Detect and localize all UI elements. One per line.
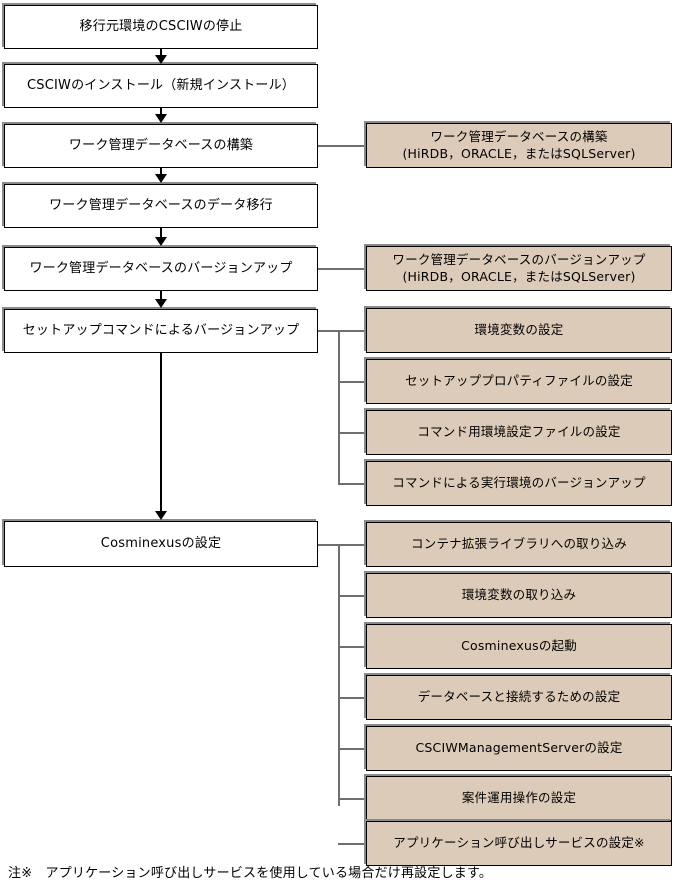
branch-stub-step6-item-2 — [338, 381, 366, 383]
branch-stub-step6 — [318, 330, 340, 332]
flow-step-6: セットアップコマンドによるバージョンアップ — [4, 309, 318, 353]
flow-step-3-label: ワーク管理データベースの構築 — [68, 138, 254, 154]
detail-box-container-ext-library: コンテナ拡張ライブラリへの取り込み — [366, 522, 672, 567]
detail-box-case-operation: 案件運用操作の設定 — [366, 776, 672, 821]
detail-box-database-connection: データベースと接続するための設定 — [366, 675, 672, 720]
detail-box-case-operation-label: 案件運用操作の設定 — [461, 790, 577, 806]
flow-step-5: ワーク管理データベースのバージョンアップ — [4, 247, 318, 291]
flow-arrowhead-5-6 — [155, 299, 167, 308]
flow-step-5-label: ワーク管理データベースのバージョンアップ — [29, 261, 293, 277]
flow-arrowhead-4-5 — [155, 237, 167, 246]
branch-stub-step7-item-6 — [338, 798, 366, 800]
flow-step-2-label: CSCIWのインストール（新規インストール） — [27, 78, 295, 94]
detail-box-setup-properties: セットアッププロパティファイルの設定 — [366, 359, 672, 404]
detail-box-database-connection-label: データベースと接続するための設定 — [417, 689, 621, 705]
flow-step-4: ワーク管理データベースのデータ移行 — [4, 184, 318, 228]
detail-box-db-build-label: ワーク管理データベースの構築 (HiRDB，ORACLE，またはSQLServe… — [402, 128, 636, 161]
detail-box-env-vars-label: 環境変数の設定 — [474, 322, 564, 338]
detail-box-db-upgrade: ワーク管理データベースのバージョンアップ (HiRDB，ORACLE，またはSQ… — [366, 246, 672, 291]
branch-stub-step7-item-7 — [338, 843, 366, 845]
branch-stub-step7-item-5 — [338, 748, 366, 750]
detail-box-command-runtime-upgrade: コマンドによる実行環境のバージョンアップ — [366, 461, 672, 506]
detail-box-cosminexus-start: Cosminexusの起動 — [366, 624, 672, 669]
branch-stub-step7-item-1 — [338, 544, 366, 546]
detail-box-env-vars: 環境変数の設定 — [366, 308, 672, 353]
detail-box-command-env-file: コマンド用環境設定ファイルの設定 — [366, 410, 672, 455]
detail-box-db-build: ワーク管理データベースの構築 (HiRDB，ORACLE，またはSQLServe… — [366, 123, 672, 168]
flow-step-7: Cosminexusの設定 — [4, 521, 318, 567]
flow-connector-3-4-line — [160, 168, 162, 176]
detail-box-cosminexus-start-label: Cosminexusの起動 — [461, 638, 577, 654]
detail-box-app-invoke-service-label: アプリケーション呼び出しサービスの設定※ — [393, 835, 645, 851]
detail-box-command-env-file-label: コマンド用環境設定ファイルの設定 — [417, 424, 621, 440]
flow-arrowhead-2-3 — [155, 114, 167, 123]
flow-step-7-label: Cosminexusの設定 — [100, 536, 222, 552]
detail-box-env-vars-import: 環境変数の取り込み — [366, 573, 672, 618]
flow-step-1: 移行元環境のCSCIWの停止 — [4, 5, 318, 49]
branch-stub-step6-item-4 — [338, 483, 366, 485]
footnote-text: 注※ アプリケーション呼び出しサービスを使用している場合だけ再設定します。 — [8, 866, 493, 881]
branch-bus-step6 — [338, 330, 340, 483]
flow-step-2: CSCIWのインストール（新規インストール） — [4, 64, 318, 108]
branch-stub-step7-item-3 — [338, 646, 366, 648]
flow-step-3: ワーク管理データベースの構築 — [4, 124, 318, 168]
detail-box-command-runtime-upgrade-label: コマンドによる実行環境のバージョンアップ — [392, 475, 646, 491]
detail-box-db-upgrade-label: ワーク管理データベースのバージョンアップ (HiRDB，ORACLE，またはSQ… — [392, 251, 646, 284]
flow-connector-4-5-line — [160, 228, 162, 239]
branch-stub-step7-item-4 — [338, 697, 366, 699]
detail-box-setup-properties-label: セットアッププロパティファイルの設定 — [405, 373, 633, 389]
branch-connector-step5 — [318, 268, 366, 270]
branch-stub-step6-item-3 — [338, 432, 366, 434]
branch-stub-step7 — [318, 544, 340, 546]
flow-connector-5-6-line — [160, 291, 162, 301]
detail-box-container-ext-library-label: コンテナ拡張ライブラリへの取り込み — [411, 536, 627, 552]
flow-step-6-label: セットアップコマンドによるバージョンアップ — [22, 323, 300, 339]
branch-stub-step7-item-2 — [338, 595, 366, 597]
branch-connector-step3 — [318, 145, 366, 147]
detail-box-app-invoke-service: アプリケーション呼び出しサービスの設定※ — [366, 821, 672, 866]
branch-bus-step7 — [338, 544, 340, 806]
flow-arrowhead-1-2 — [155, 55, 167, 64]
flow-connector-2-3-line — [160, 108, 162, 116]
detail-box-management-server-label: CSCIWManagementServerの設定 — [415, 740, 623, 756]
flow-arrowhead-6-7 — [155, 511, 167, 520]
detail-box-management-server: CSCIWManagementServerの設定 — [366, 726, 672, 771]
branch-stub-step6-item-1 — [338, 330, 366, 332]
flow-connector-6-7-line — [160, 353, 162, 513]
detail-box-env-vars-import-label: 環境変数の取り込み — [461, 587, 577, 603]
flow-connector-1-2-line — [160, 49, 162, 57]
flow-arrowhead-3-4 — [155, 174, 167, 183]
flow-step-1-label: 移行元環境のCSCIWの停止 — [79, 19, 243, 35]
flow-step-4-label: ワーク管理データベースのデータ移行 — [49, 198, 273, 214]
